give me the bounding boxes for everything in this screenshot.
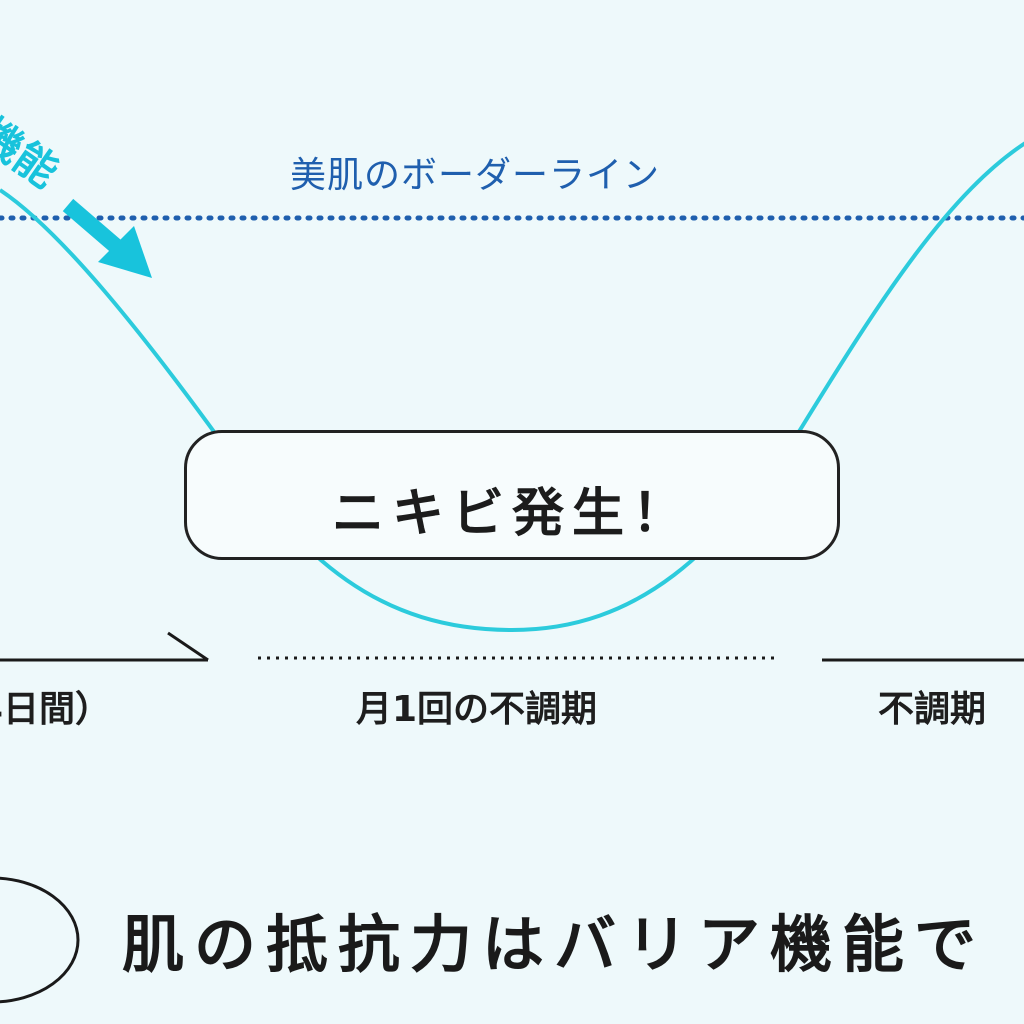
- acne-callout-box: ニキビ発生！: [184, 430, 840, 560]
- bottom-oval: [0, 876, 80, 1004]
- borderline-label: 美肌のボーダーライン: [290, 155, 661, 196]
- period-label-right: 不調期: [878, 689, 987, 730]
- period-label-center: 月1回の不調期: [356, 689, 598, 730]
- down-arrow-icon: [62, 198, 152, 278]
- timeline-left-arrow: [0, 631, 209, 662]
- bottom-heading: 肌の抵抗力はバリア機能で: [122, 908, 987, 981]
- skin-condition-curve: [0, 141, 1024, 633]
- period-label-left: 4日間）: [0, 689, 112, 730]
- acne-callout-text: ニキビ発生！: [331, 484, 692, 544]
